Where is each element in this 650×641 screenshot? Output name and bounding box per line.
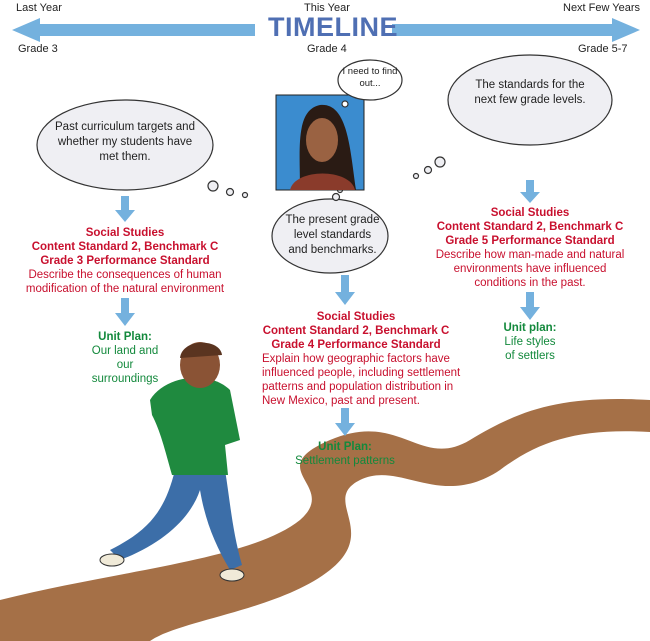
- standard-description: Describe how man-made and natural enviro…: [435, 249, 625, 289]
- standard-description: Describe the consequences of human modif…: [25, 269, 225, 295]
- unit-plan-title: Life styles of settlers: [504, 336, 556, 362]
- standard-description: Explain how geographic factors have infl…: [262, 353, 461, 407]
- performance-standard: Grade 4 Performance Standard: [271, 339, 441, 351]
- content-standard: Content Standard 2, Benchmark C: [262, 325, 450, 337]
- standard-block-grade-4: Social Studies Content Standard 2, Bench…: [240, 310, 472, 408]
- grade-3-label: Grade 3: [18, 43, 58, 55]
- teacher-portrait: [275, 94, 365, 191]
- thought-cloud-3: [412, 54, 613, 180]
- subject: Social Studies: [85, 227, 165, 239]
- grade-4-label: Grade 4: [307, 43, 347, 55]
- unit-plan-title: Our land and our surroundings: [91, 345, 159, 385]
- down-arrow: [335, 275, 355, 305]
- subject: Social Studies: [316, 311, 396, 323]
- content-standard: Content Standard 2, Benchmark C: [436, 221, 624, 233]
- unit-plan-label: Unit Plan:: [318, 441, 372, 453]
- down-arrow: [115, 196, 135, 222]
- winding-path: [0, 399, 650, 641]
- unit-plan-grade-5: Unit plan: Life styles of settlers: [490, 321, 570, 363]
- down-arrow: [520, 180, 540, 203]
- down-arrow: [335, 408, 355, 436]
- next-few-years-label: Next Few Years: [563, 2, 641, 14]
- running-boy: [99, 342, 245, 582]
- thought-cloud-1: [36, 99, 249, 199]
- performance-standard: Grade 3 Performance Standard: [40, 255, 210, 267]
- left-arrow: [12, 18, 255, 42]
- thought-text-2: The present grade level standards and be…: [285, 214, 380, 256]
- thought-text-1: Past curriculum targets and whether my s…: [55, 121, 195, 163]
- unit-plan-title: Settlement patterns: [295, 455, 395, 467]
- portrait-bubble: [337, 59, 403, 108]
- last-year-label: Last Year: [16, 2, 62, 14]
- this-year-label: This Year: [304, 2, 350, 14]
- performance-standard: Grade 5 Performance Standard: [445, 235, 615, 247]
- down-arrow: [115, 298, 135, 326]
- timeline-title: TIMELINE: [268, 12, 398, 42]
- subject: Social Studies: [490, 207, 570, 219]
- right-arrow: [392, 18, 640, 42]
- portrait-bubble-text: I need to find out...: [342, 66, 398, 89]
- standard-block-grade-3: Social Studies Content Standard 2, Bench…: [15, 226, 235, 296]
- unit-plan-grade-3: Unit Plan: Our land and our surroundings: [55, 330, 195, 386]
- down-arrow: [520, 292, 540, 320]
- unit-plan-label: Unit Plan:: [98, 331, 152, 343]
- thought-text-3: The standards for the next few grade lev…: [474, 79, 586, 106]
- grade-5-7-label: Grade 5-7: [578, 43, 628, 55]
- unit-plan-grade-4: Unit Plan: Settlement patterns: [275, 440, 415, 468]
- standard-block-grade-5: Social Studies Content Standard 2, Bench…: [425, 206, 635, 290]
- content-standard: Content Standard 2, Benchmark C: [31, 241, 219, 253]
- unit-plan-label: Unit plan:: [503, 322, 557, 334]
